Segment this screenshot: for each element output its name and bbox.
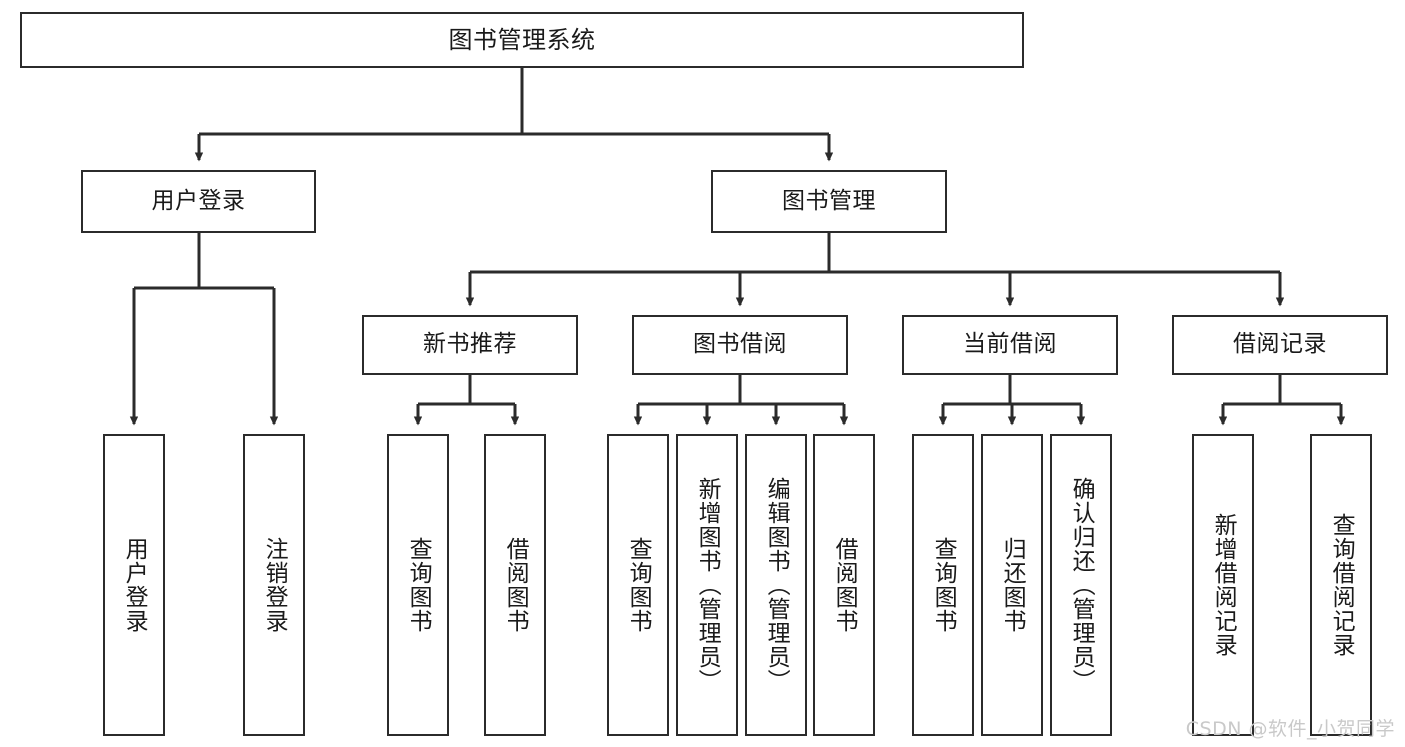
csdn-watermark: CSDN @软件_小贺同学	[1185, 718, 1395, 740]
node-borrow-record[interactable]: 借阅记录	[1172, 315, 1388, 375]
node-label: 编辑图书（管理员）	[763, 477, 790, 693]
node-label: 图书管理	[782, 187, 876, 214]
node-book-borrow[interactable]: 图书借阅	[632, 315, 848, 375]
node-label: 查询图书	[625, 537, 652, 633]
node-label: 借阅图书	[831, 537, 858, 633]
node-label: 查询图书	[930, 537, 957, 633]
node-label: 新增借阅记录	[1210, 513, 1237, 657]
node-book-manage[interactable]: 图书管理	[711, 170, 947, 233]
node-current-borrow[interactable]: 当前借阅	[902, 315, 1118, 375]
node-leaf-bb-add-book[interactable]: 新增图书（管理员）	[676, 434, 738, 736]
node-leaf-bb-edit-book[interactable]: 编辑图书（管理员）	[745, 434, 807, 736]
node-label: 用户登录	[151, 187, 246, 214]
node-leaf-br-query-record[interactable]: 查询借阅记录	[1310, 434, 1372, 736]
node-label: 用户登录	[121, 537, 148, 633]
node-new-book-recommend[interactable]: 新书推荐	[362, 315, 578, 375]
node-label: 注销登录	[261, 537, 288, 633]
node-label: 查询图书	[405, 537, 432, 633]
node-leaf-rec-borrow-book[interactable]: 借阅图书	[484, 434, 546, 736]
node-leaf-br-add-record[interactable]: 新增借阅记录	[1192, 434, 1254, 736]
node-leaf-user-login[interactable]: 用户登录	[103, 434, 165, 736]
node-label: 查询借阅记录	[1328, 513, 1355, 657]
node-leaf-user-logout[interactable]: 注销登录	[243, 434, 305, 736]
node-leaf-rec-query-book[interactable]: 查询图书	[387, 434, 449, 736]
node-leaf-cb-confirm-return[interactable]: 确认归还（管理员）	[1050, 434, 1112, 736]
node-label: 确认归还（管理员）	[1068, 477, 1095, 693]
node-leaf-bb-query-book[interactable]: 查询图书	[607, 434, 669, 736]
node-label: 借阅图书	[502, 537, 529, 633]
node-label: 新增图书（管理员）	[694, 477, 721, 693]
node-label: 图书管理系统	[448, 25, 596, 54]
node-leaf-cb-query-book[interactable]: 查询图书	[912, 434, 974, 736]
node-leaf-cb-return-book[interactable]: 归还图书	[981, 434, 1043, 736]
node-root[interactable]: 图书管理系统	[20, 12, 1024, 68]
node-label: 当前借阅	[963, 331, 1057, 358]
node-label: 图书借阅	[693, 331, 787, 358]
node-leaf-bb-borrow-book[interactable]: 借阅图书	[813, 434, 875, 736]
node-label: 新书推荐	[423, 331, 517, 358]
node-label: 借阅记录	[1233, 331, 1327, 358]
node-label: 归还图书	[999, 537, 1026, 633]
node-user-login[interactable]: 用户登录	[81, 170, 316, 233]
